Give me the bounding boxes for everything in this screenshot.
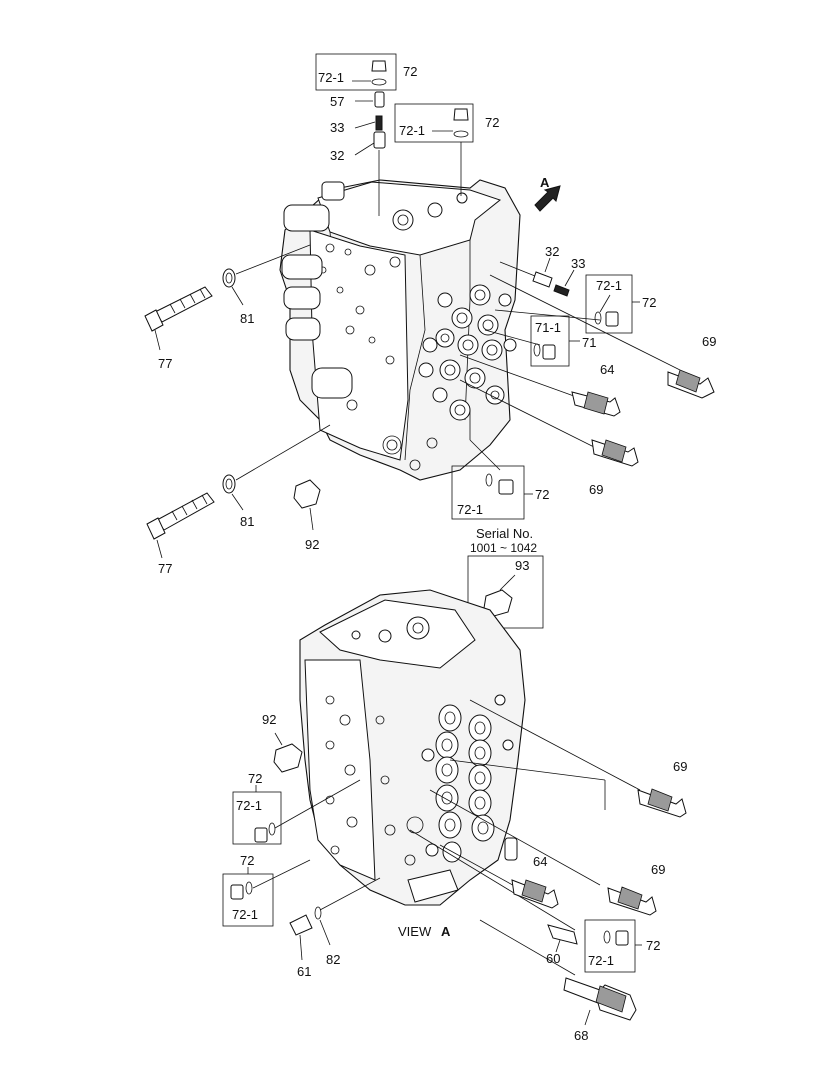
label-69: 69 [589, 482, 603, 497]
label-72-1: 72-1 [588, 953, 614, 968]
label-72-1: 72-1 [596, 278, 622, 293]
label-72-1: 72-1 [232, 907, 258, 922]
label-72: 72 [535, 487, 549, 502]
label-92: 92 [305, 537, 319, 552]
label-81: 81 [240, 514, 254, 529]
label-71: 71 [582, 335, 596, 350]
label-72: 72 [646, 938, 660, 953]
label-68: 68 [574, 1028, 588, 1043]
label-93: 93 [515, 558, 529, 573]
label-69: 69 [651, 862, 665, 877]
valve-68 [563, 977, 637, 1021]
sensor-64 [571, 391, 621, 417]
port-column-view-a [421, 694, 514, 863]
label-72: 72 [240, 853, 254, 868]
label-60: 60 [546, 951, 560, 966]
sensor-69-view-a-2 [607, 886, 657, 916]
label-72-1: 72-1 [318, 70, 344, 85]
label-77: 77 [158, 356, 172, 371]
view-a-exploded-parts [222, 699, 687, 1026]
main-valve-block-top [279, 179, 521, 481]
sensor-69-a [667, 369, 715, 399]
top-fittings-stack [315, 53, 474, 216]
label-72-1: 72-1 [457, 502, 483, 517]
view-caption-letter: A [441, 924, 451, 939]
label-61: 61 [297, 964, 311, 979]
label-view-arrow: A [540, 175, 550, 190]
right-exploded-parts [451, 257, 715, 520]
main-valve-block-view-a [299, 589, 526, 906]
label-72-1: 72-1 [399, 123, 425, 138]
label-serial-range: 1001 ~ 1042 [470, 541, 537, 555]
left-bolts [144, 244, 331, 559]
label-33: 33 [571, 256, 585, 271]
label-64: 64 [533, 854, 547, 869]
sensor-69-view-a-1 [637, 788, 687, 818]
label-69: 69 [673, 759, 687, 774]
label-72-1: 72-1 [236, 798, 262, 813]
view-arrow-a [534, 185, 561, 212]
label-33: 33 [330, 120, 344, 135]
label-72: 72 [642, 295, 656, 310]
sensor-64-view-a [511, 879, 559, 909]
view-caption: VIEW [398, 924, 432, 939]
label-32: 32 [545, 244, 559, 259]
label-72: 72 [485, 115, 499, 130]
serial-box [467, 555, 544, 680]
label-72: 72 [403, 64, 417, 79]
label-64: 64 [600, 362, 614, 377]
label-32: 32 [330, 148, 344, 163]
label-72: 72 [248, 771, 262, 786]
label-57: 57 [330, 94, 344, 109]
sensor-69-b [591, 439, 639, 467]
label-77: 77 [158, 561, 172, 576]
label-82: 82 [326, 952, 340, 967]
label-serial-title: Serial No. [476, 526, 533, 541]
label-71-1: 71-1 [535, 320, 561, 335]
label-92: 92 [262, 712, 276, 727]
label-69: 69 [702, 334, 716, 349]
part-labels: 72 72-1 57 33 32 72 72-1 A 32 33 72-1 72… [158, 64, 716, 1043]
label-81: 81 [240, 311, 254, 326]
